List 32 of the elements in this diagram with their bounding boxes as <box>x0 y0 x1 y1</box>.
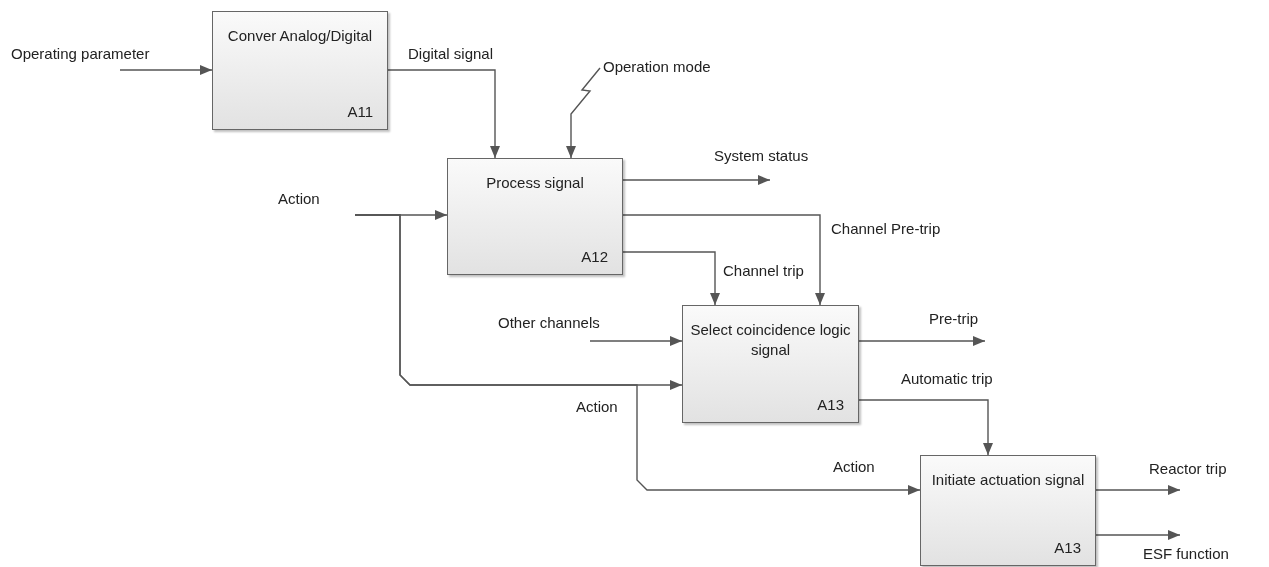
arrow <box>622 214 825 306</box>
edge-label: Operation mode <box>602 58 712 76</box>
activity-code: A13 <box>1054 539 1081 557</box>
box-title: Select coincidence logic signal <box>689 320 852 360</box>
edge-label: Pre-trip <box>928 310 980 328</box>
arrow <box>354 214 921 495</box>
arrow <box>858 336 986 346</box>
edge-label: Operating parameter <box>10 45 151 63</box>
process-box <box>447 158 623 275</box>
arrow <box>1095 485 1181 495</box>
arrow <box>1095 530 1181 540</box>
process-box <box>682 305 859 423</box>
arrow <box>589 336 683 346</box>
box-title: Process signal <box>485 173 585 193</box>
edge-label: Automatic trip <box>900 370 994 388</box>
edge-label: Channel Pre-trip <box>830 220 942 238</box>
arrow <box>622 175 771 185</box>
activity-code: A11 <box>347 103 373 121</box>
arrow <box>119 65 213 75</box>
activity-code: A13 <box>817 396 844 414</box>
edge-label: Digital signal <box>407 45 495 63</box>
edge-label: Reactor trip <box>1148 460 1228 478</box>
arrow <box>387 69 500 159</box>
arrow <box>566 67 601 159</box>
arrow <box>622 251 720 306</box>
box-title: Conver Analog/Digital <box>226 26 374 46</box>
edge-label: Channel trip <box>722 262 805 280</box>
activity-code: A12 <box>581 248 608 266</box>
arrow <box>858 399 993 456</box>
process-box <box>212 11 388 130</box>
process-box <box>920 455 1096 566</box>
box-title: Initiate actuation signal <box>930 470 1086 490</box>
